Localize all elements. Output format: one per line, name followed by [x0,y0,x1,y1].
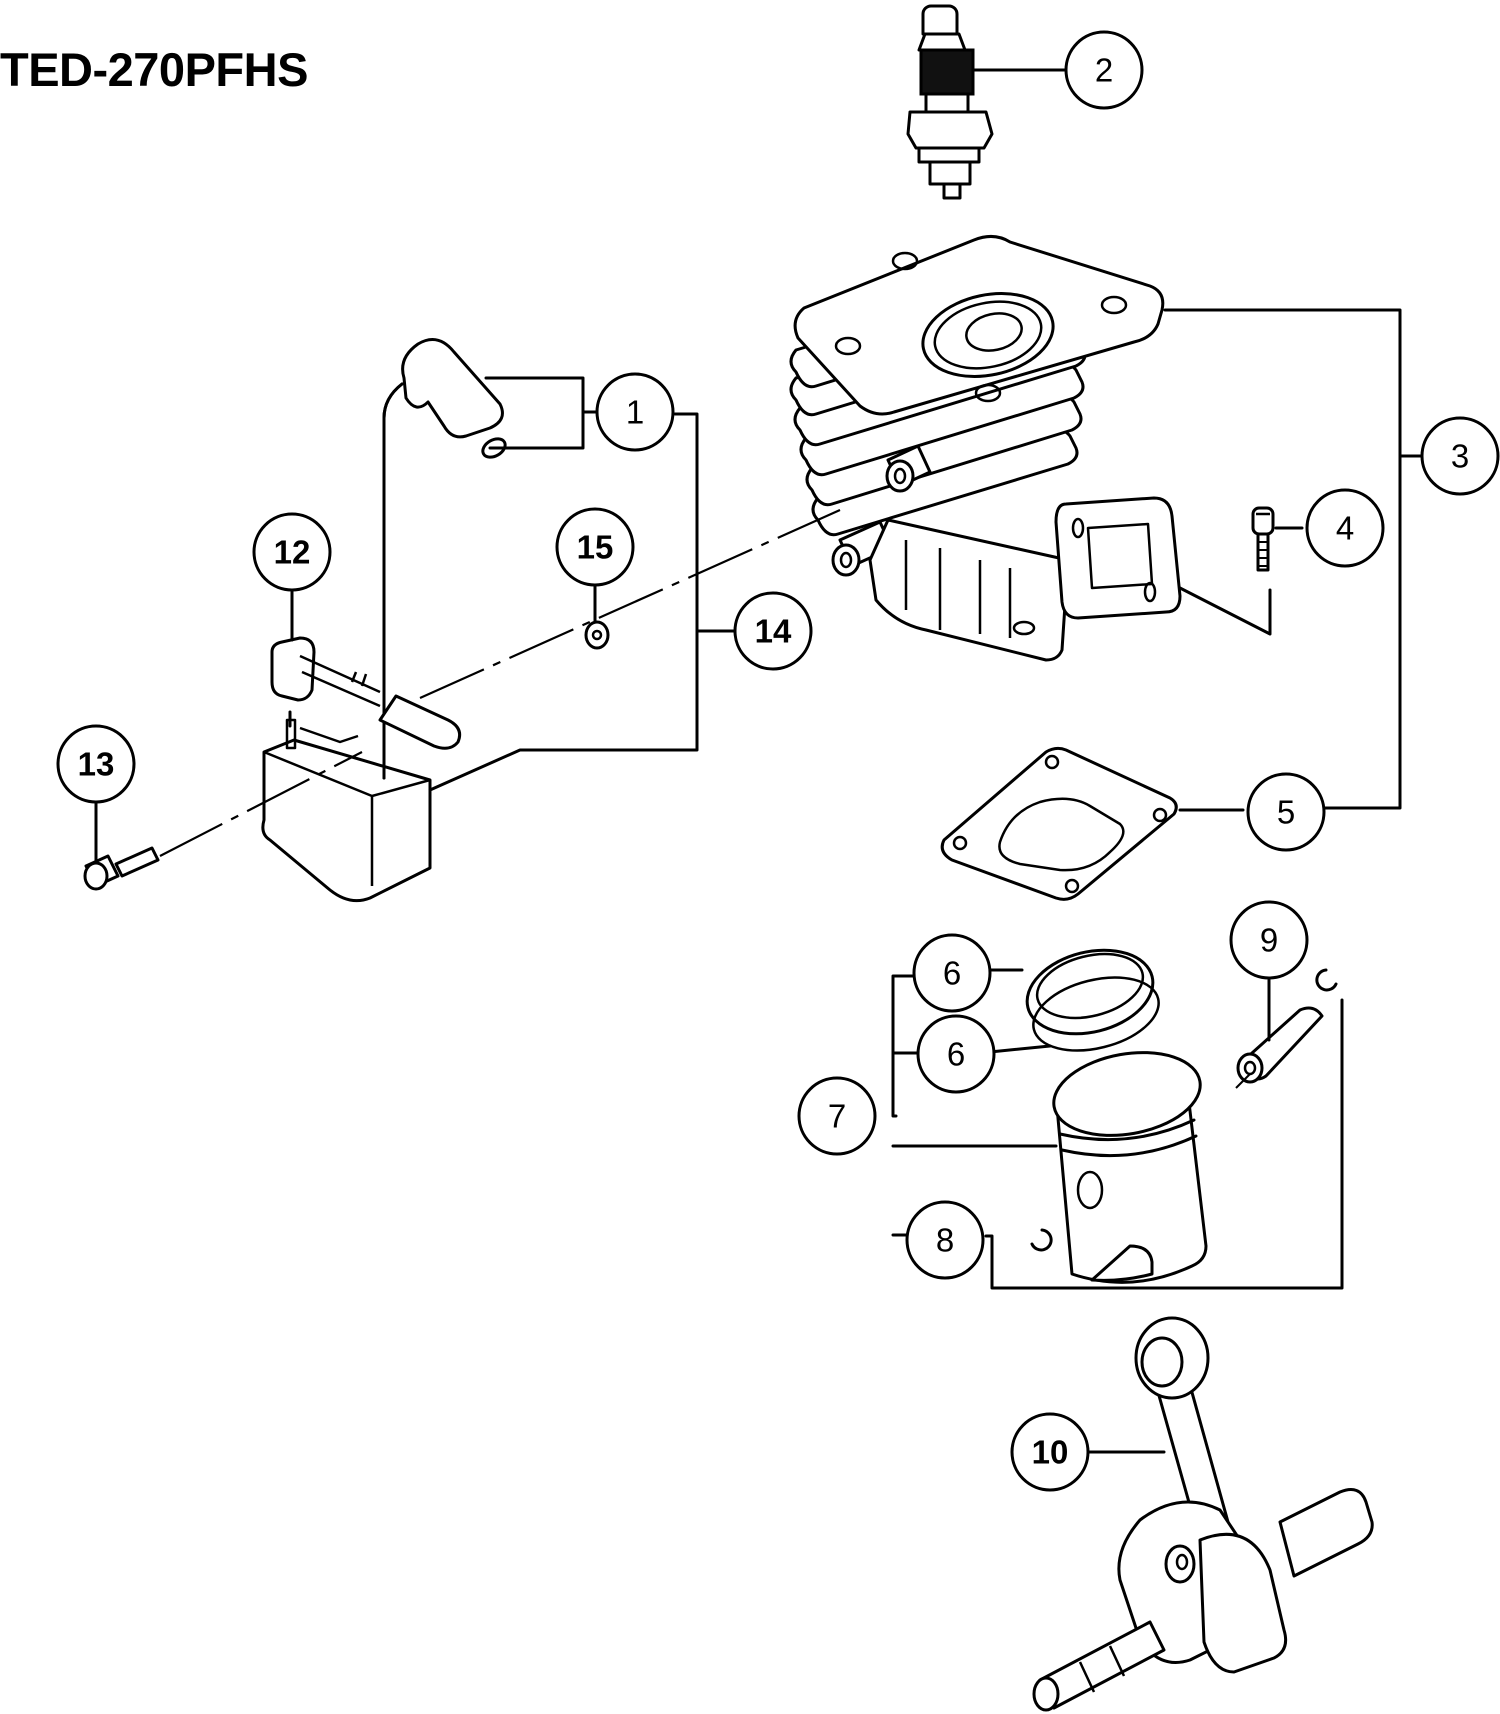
piston-pin-drawing[interactable] [1235,1006,1324,1089]
callout-label: 6 [943,955,961,992]
callout-label: 4 [1336,510,1354,547]
callout-5[interactable]: 5 [1246,772,1326,852]
leader-lines [94,68,1424,1454]
callout-label: 5 [1277,794,1295,831]
callout-8[interactable]: 8 [905,1200,985,1280]
crankshaft-drawing[interactable] [1032,1316,1374,1712]
model-title: TED-270PFHS [0,43,308,96]
callout-label: 6 [947,1036,965,1073]
callout-label: 15 [577,529,614,566]
spark-plug-drawing[interactable] [906,4,994,200]
callout-label: 9 [1260,922,1278,959]
assembly-axes [159,508,841,857]
piston-rings-drawing[interactable] [1018,938,1166,1063]
washer-drawing[interactable] [584,620,610,650]
callout-7[interactable]: 7 [797,1076,877,1156]
callout-label: 2 [1095,52,1113,89]
callout-label: 13 [78,746,115,783]
callout-label: 7 [828,1098,846,1135]
stop-switch-terminal-drawing[interactable] [270,636,462,750]
callout-15[interactable]: 15 [555,507,635,587]
callout-label: 10 [1032,1434,1069,1471]
callout-12[interactable]: 12 [252,512,332,592]
callout-10[interactable]: 10 [1010,1412,1090,1492]
callout-2[interactable]: 2 [1064,30,1144,110]
callout-13[interactable]: 13 [56,724,136,804]
cylinder-bolt-drawing[interactable] [1251,506,1275,572]
callout-14[interactable]: 14 [733,591,813,671]
callout-6-upper[interactable]: 6 [912,933,992,1013]
callout-1[interactable]: 1 [595,372,675,452]
callout-9[interactable]: 9 [1229,900,1309,980]
callout-4[interactable]: 4 [1305,488,1385,568]
callout-3[interactable]: 3 [1420,416,1500,496]
callout-label: 8 [936,1222,954,1259]
cylinder-drawing[interactable] [789,235,1182,662]
cylinder-gasket-drawing[interactable] [940,746,1178,901]
ignition-coil-drawing[interactable] [261,338,509,903]
ignition-coil-screw-drawing[interactable] [83,846,160,891]
callout-label: 1 [626,394,644,431]
callout-label: 12 [274,534,311,571]
callout-label: 3 [1451,438,1469,475]
piston-drawing[interactable] [1047,1042,1208,1284]
callout-label: 14 [755,613,792,650]
circlip-drawing[interactable] [1030,968,1338,1252]
callout-6-lower[interactable]: 6 [916,1014,996,1094]
